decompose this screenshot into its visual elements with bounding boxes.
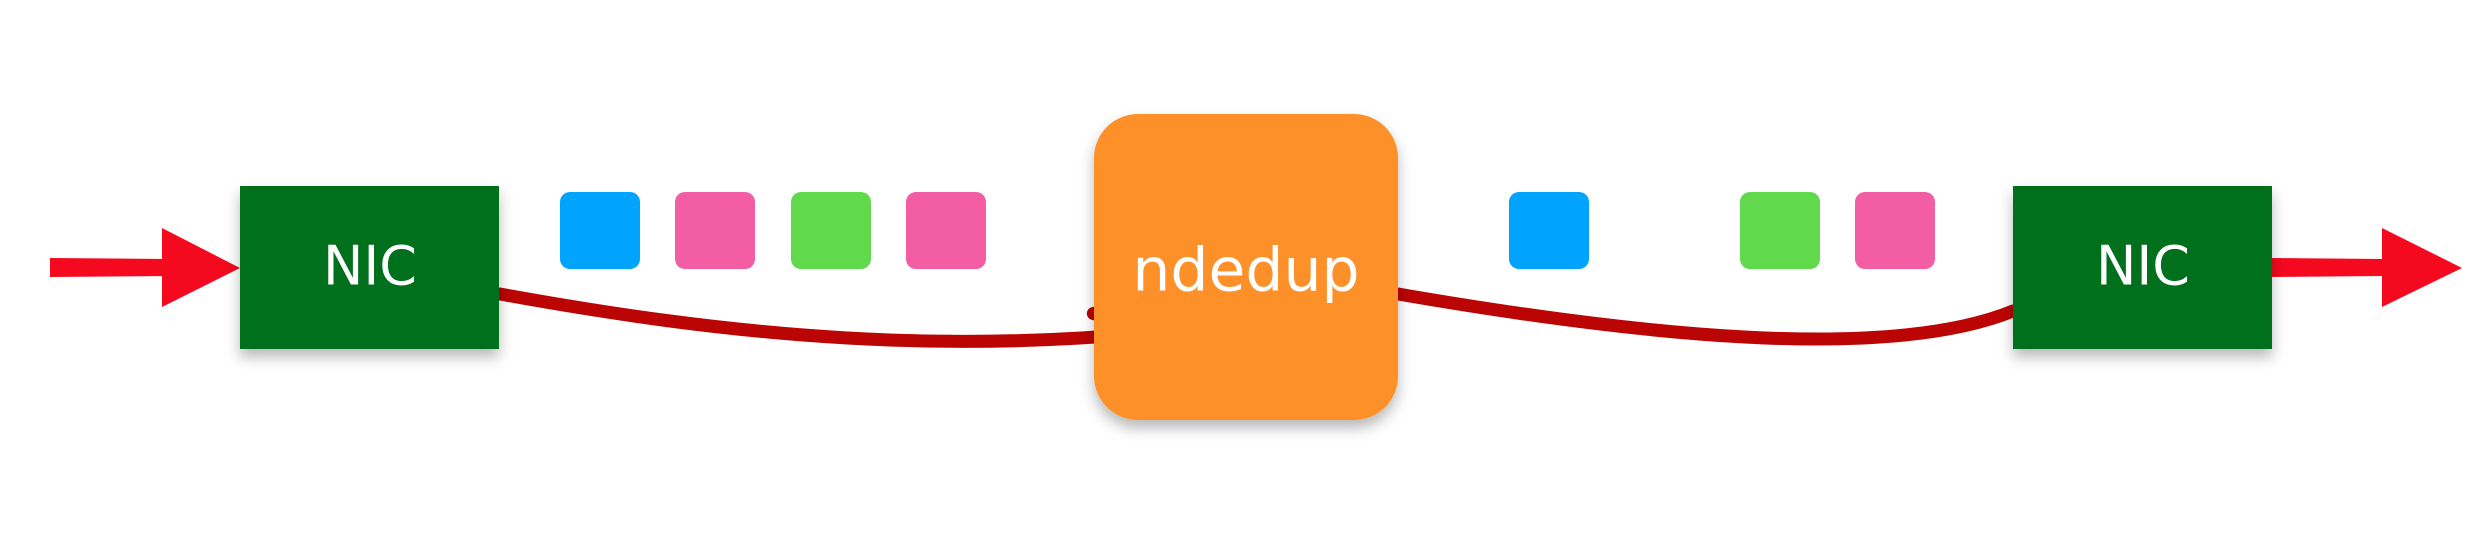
incoming-arrow-head (162, 228, 240, 307)
packet-after-4-pink (1855, 192, 1935, 269)
outgoing-arrow-head (2382, 228, 2462, 307)
outgoing-arrow-shaft (2270, 258, 2385, 277)
ndedup-label: ndedup (1132, 236, 1359, 306)
packet-after-3-green (1740, 192, 1820, 269)
output-nic-label: NIC (2096, 235, 2190, 298)
output-nic-box: NIC (2013, 186, 2272, 349)
packet-before-3-green (791, 192, 871, 269)
packet-before-4-pink (906, 192, 986, 269)
input-nic-label: NIC (323, 235, 417, 298)
packets-after (1509, 192, 1935, 269)
input-nic-box: NIC (240, 186, 499, 349)
packet-before-1-blue (560, 192, 640, 269)
ndedup-box: ndedup (1094, 114, 1398, 420)
outgoing-arrow (2270, 228, 2462, 307)
incoming-arrow (50, 228, 240, 307)
packet-after-1-blue (1509, 192, 1589, 269)
packet-before-2-pink (675, 192, 755, 269)
packets-before (560, 192, 986, 269)
incoming-arrow-shaft (50, 258, 170, 277)
link-ndedup-to-nic (1391, 287, 2020, 346)
